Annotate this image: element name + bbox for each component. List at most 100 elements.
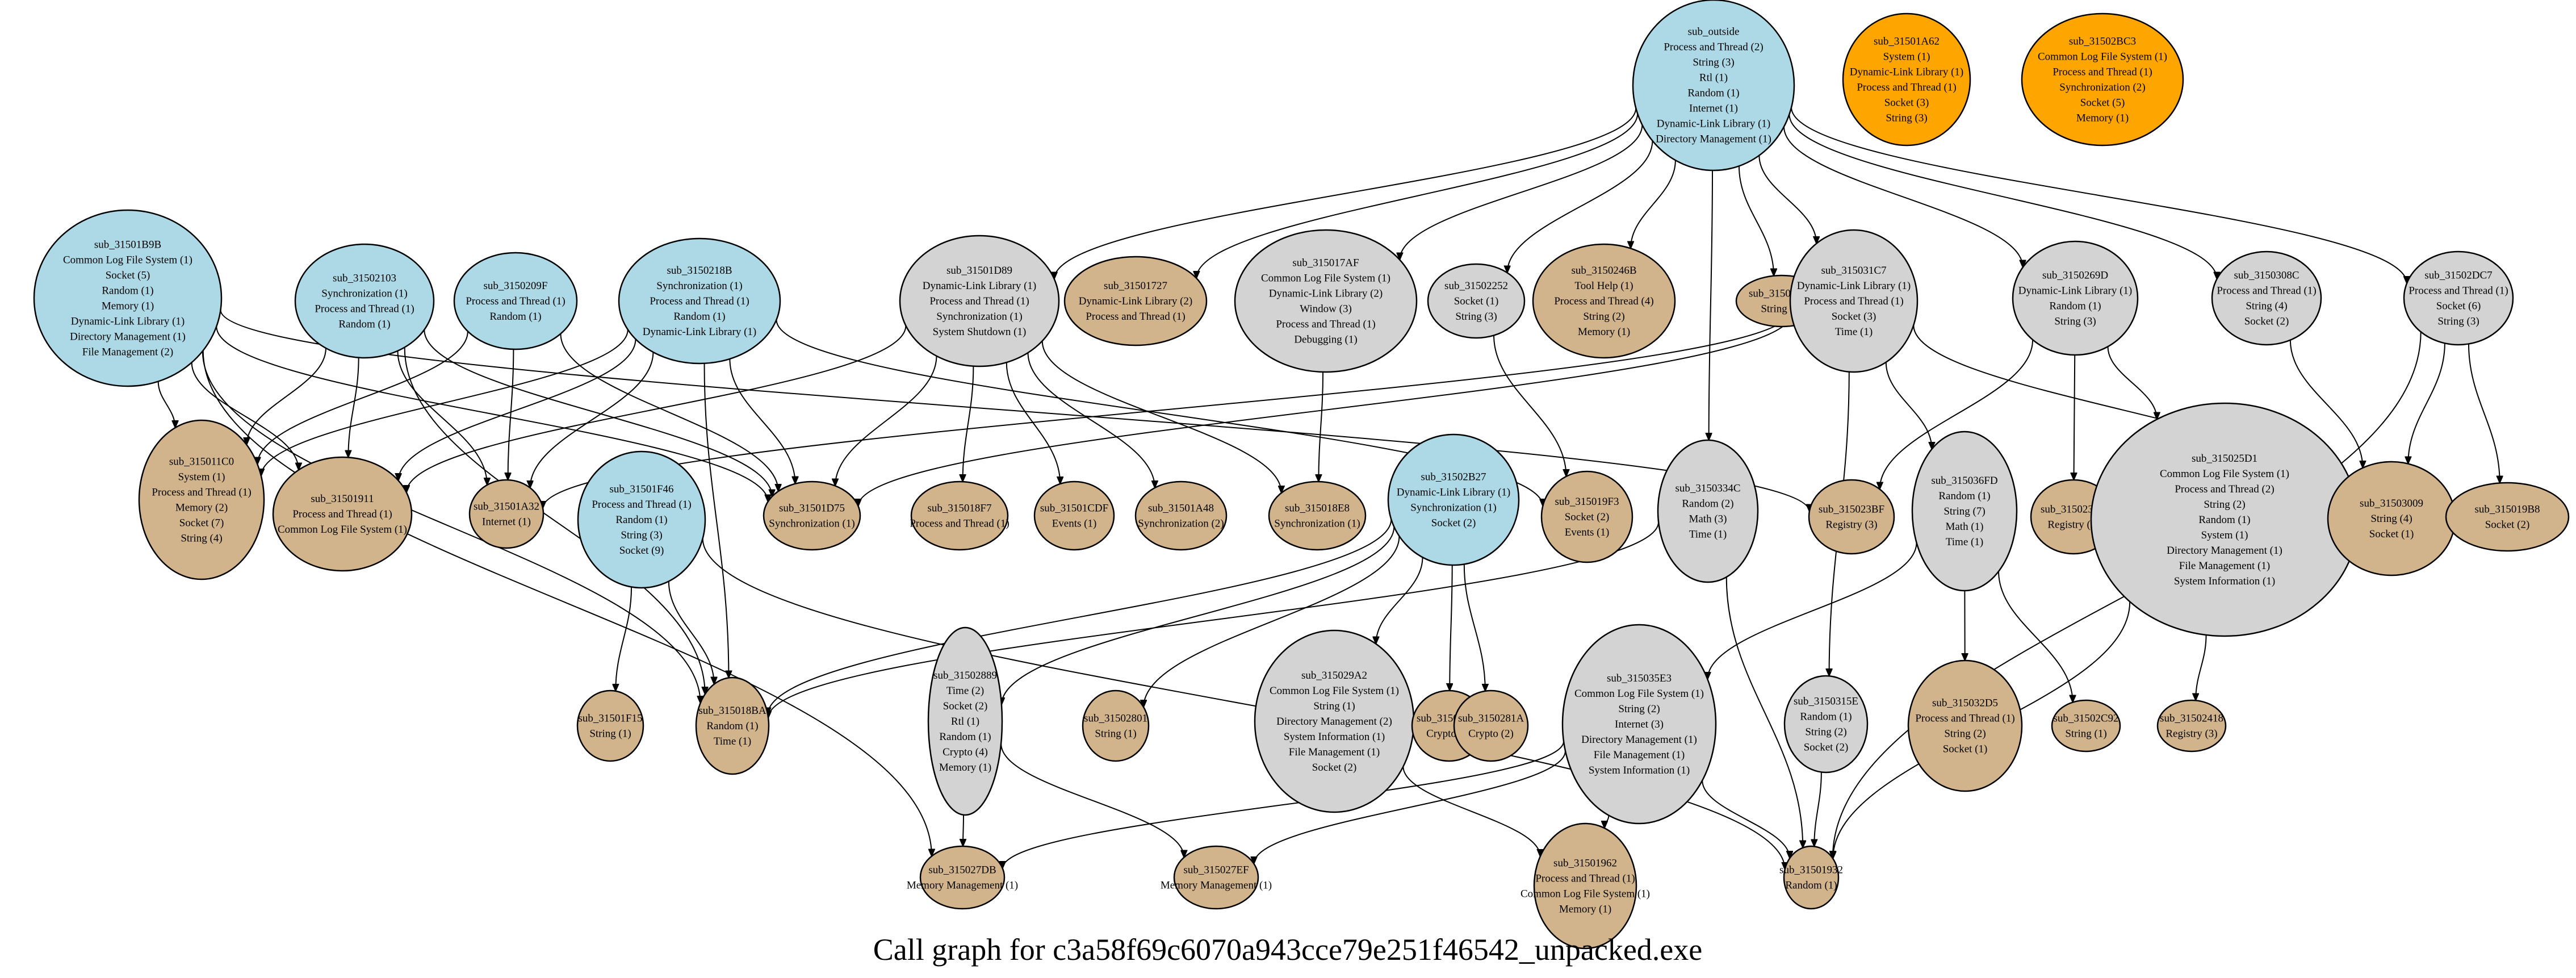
node-ellipse[interactable] xyxy=(1427,263,1526,339)
node-ellipse[interactable] xyxy=(2156,699,2227,753)
node-ellipse[interactable] xyxy=(763,480,861,551)
node-ellipse[interactable] xyxy=(1561,624,1717,825)
node-ellipse[interactable] xyxy=(1134,480,1228,551)
node-ellipse[interactable] xyxy=(1632,0,1795,172)
node-ellipse[interactable] xyxy=(577,450,706,589)
node-ellipse[interactable] xyxy=(1842,12,1971,147)
node-ellipse[interactable] xyxy=(2051,699,2121,753)
node-ellipse[interactable] xyxy=(1789,229,1919,373)
node-ellipse[interactable] xyxy=(1387,433,1520,566)
node-ellipse[interactable] xyxy=(1532,243,1676,359)
node-ellipse[interactable] xyxy=(2211,250,2322,346)
node-ellipse[interactable] xyxy=(618,237,781,365)
node-ellipse[interactable] xyxy=(927,626,1003,816)
node-ellipse[interactable] xyxy=(468,479,544,549)
node-ellipse[interactable] xyxy=(33,209,223,387)
node-ellipse[interactable] xyxy=(1063,256,1208,346)
node-ellipse[interactable] xyxy=(453,252,578,350)
node-ellipse[interactable] xyxy=(576,689,644,762)
node-ellipse[interactable] xyxy=(1033,480,1115,551)
node-ellipse[interactable] xyxy=(1911,431,2018,592)
node-ellipse[interactable] xyxy=(2021,12,2184,147)
node-api-category: Directory Management (1) xyxy=(1581,734,1697,746)
node-name: sub_31502DC7 xyxy=(2424,270,2492,282)
node-ellipse[interactable] xyxy=(1540,470,1633,563)
node-ellipse[interactable] xyxy=(1783,675,1869,774)
node-ellipse[interactable] xyxy=(1533,822,1637,950)
node-ellipse[interactable] xyxy=(1907,659,2023,792)
node-api-category: Random (1) xyxy=(1800,711,1852,723)
node-ellipse[interactable] xyxy=(1234,229,1418,373)
node-ellipse[interactable] xyxy=(2012,240,2139,356)
node-ellipse[interactable] xyxy=(910,480,1009,551)
node-ellipse[interactable] xyxy=(899,235,1060,367)
node-ellipse[interactable] xyxy=(2403,250,2514,346)
node-ellipse[interactable] xyxy=(1082,689,1150,762)
node-api-category: Process and Thread (1) xyxy=(2409,285,2508,297)
node-api-category: Socket (6) xyxy=(2436,300,2481,312)
node-ellipse[interactable] xyxy=(2445,482,2570,552)
node-ellipse[interactable] xyxy=(695,676,770,775)
node-ellipse[interactable] xyxy=(1783,845,1840,910)
node-ellipse[interactable] xyxy=(294,243,435,359)
node-ellipse[interactable] xyxy=(919,845,1006,910)
node-ellipse[interactable] xyxy=(1657,439,1759,583)
node-name: sub_315027EF xyxy=(1183,864,1249,876)
node-name: sub_31502B27 xyxy=(1421,471,1486,483)
node-ellipse[interactable] xyxy=(1808,479,1895,555)
node-ellipse[interactable] xyxy=(1173,845,1259,910)
node-ellipse[interactable] xyxy=(1453,689,1529,762)
node-ellipse[interactable] xyxy=(138,419,265,580)
node-ellipse[interactable] xyxy=(1268,480,1367,551)
node-ellipse[interactable] xyxy=(272,456,413,572)
